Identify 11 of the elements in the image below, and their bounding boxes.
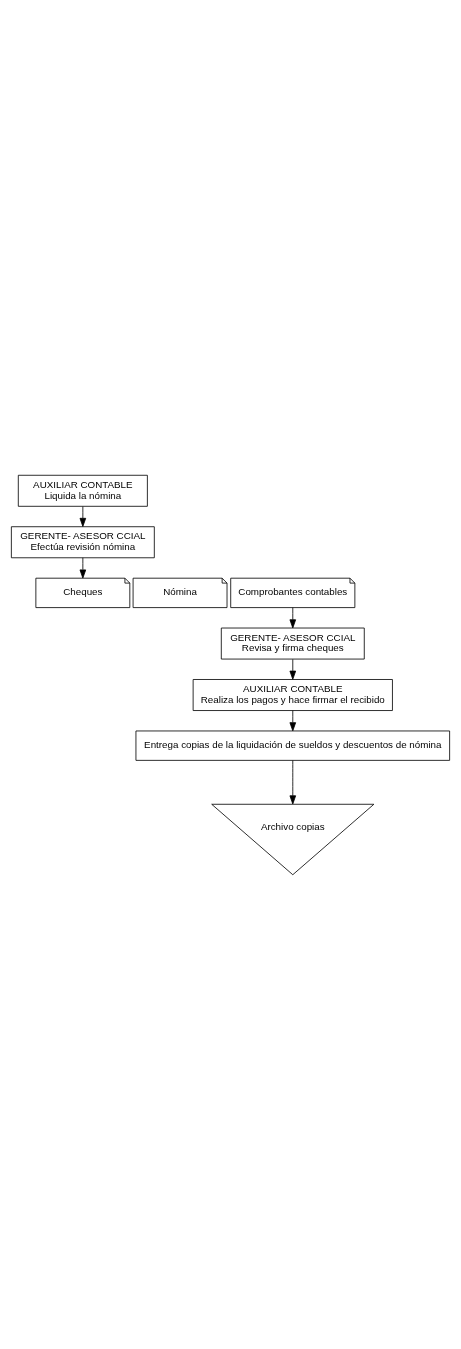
arrow: [289, 658, 297, 680]
arrow: [79, 556, 87, 578]
arrow: [289, 709, 297, 731]
node-box: AUXILIAR CONTABLE Liquida la nómina: [17, 474, 148, 507]
node-box: GERENTE- ASESOR CCIAL Revisa y firma cheques: [220, 627, 365, 659]
node-box: AUXILIAR CONTABLE Realiza los pagos y hace firmar el recibido: [192, 678, 393, 711]
arrow: [289, 759, 297, 804]
node-box: GERENTE- ASESOR CCIAL Efectúa revisión nómina: [10, 525, 155, 558]
arrow: [79, 505, 87, 527]
node-box: Entrega copias de la liquidación de sueldos y descuentos de nómina: [135, 730, 451, 761]
arrow: [289, 606, 297, 628]
